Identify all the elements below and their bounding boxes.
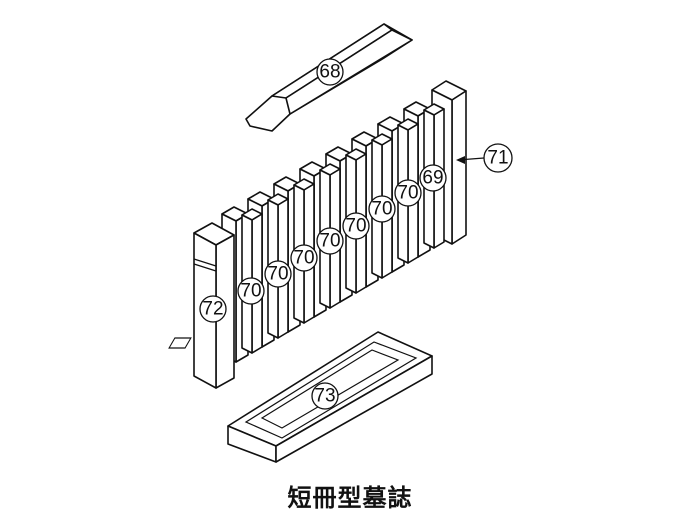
callout-70-label: 70: [397, 183, 418, 204]
callout-70-c: 70: [290, 244, 318, 272]
diagram-title: 短冊型墓誌: [287, 483, 413, 512]
callout-70-label: 70: [371, 199, 392, 220]
callout-68-label: 68: [319, 62, 340, 83]
callout-70-label: 70: [240, 281, 261, 302]
callout-72-label: 72: [202, 299, 223, 320]
callout-72: 72: [199, 295, 227, 323]
callout-68: 68: [316, 58, 344, 86]
callout-70-a: 70: [237, 277, 265, 305]
callout-70-d: 70: [316, 227, 344, 255]
callout-70-label: 70: [267, 264, 288, 285]
callout-70-e: 70: [342, 212, 370, 240]
callout-70-label: 70: [345, 216, 366, 237]
callout-70-label: 70: [319, 231, 340, 252]
callout-73-label: 73: [314, 386, 335, 407]
callout-70-b: 70: [264, 260, 292, 288]
callout-70-f: 70: [368, 195, 396, 223]
callout-69-label: 69: [422, 168, 443, 189]
callout-73: 73: [311, 382, 339, 410]
callout-71-label: 71: [487, 148, 508, 169]
callout-69: 69: [419, 164, 447, 192]
callout-71: 71: [483, 143, 513, 173]
leader-arrowhead: [456, 156, 465, 164]
callout-70-label: 70: [293, 248, 314, 269]
callout-70-g: 70: [394, 179, 422, 207]
